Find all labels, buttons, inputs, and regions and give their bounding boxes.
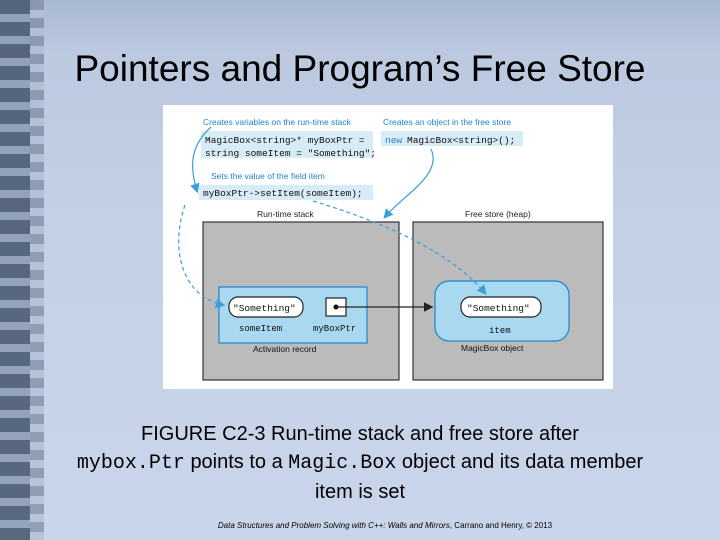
label-sets-value: Sets the value of the field item — [211, 171, 325, 181]
label-creates-stack: Creates variables on the run-time stack — [203, 117, 352, 127]
arrow-set-item — [312, 200, 487, 295]
footer-authors: , Carrano and Henry, © 2013 — [449, 521, 553, 530]
heap-value-box — [460, 296, 542, 318]
background-building-strip — [30, 0, 44, 540]
figure-caption: FIGURE C2-3 Run-time stack and free stor… — [60, 420, 660, 506]
stack-value-box — [228, 296, 304, 318]
code-line-2: string someItem = "Something"; — [205, 148, 376, 159]
caption-part-3: object and its data member item is set — [314, 451, 644, 503]
code-line-3-bg — [199, 185, 373, 200]
code-block-bg — [201, 131, 373, 158]
label-activation-record: Activation record — [253, 344, 317, 354]
slide-footer: Data Structures and Problem Solving with… — [0, 521, 720, 530]
code-line-3: myBoxPtr->setItem(someItem); — [203, 188, 363, 199]
diagram-svg: Creates variables on the run-time stack … — [178, 117, 604, 381]
background-building-left — [0, 0, 30, 540]
label-magicbox-object: MagicBox object — [461, 343, 524, 353]
footer-book-title: Data Structures and Problem Solving with… — [217, 521, 450, 530]
code-block-bg-new — [381, 131, 523, 146]
arrow-creates-stack — [190, 126, 212, 194]
code-line-1: MagicBox<string>* myBoxPtr = — [205, 135, 365, 146]
caption-code-2: Magic.Box — [288, 452, 397, 475]
caption-part-2: points to a — [190, 451, 283, 473]
caption-code-1: mybox.Ptr — [76, 452, 185, 475]
caption-part-1: FIGURE C2-3 Run-time stack and free stor… — [141, 423, 579, 445]
heap-value-text: "Something" — [467, 303, 530, 314]
stack-var-myboxptr: myBoxPtr — [313, 324, 356, 334]
stack-value-text: "Something" — [233, 303, 296, 314]
code-line-1-right: MagicBox<string>(); — [407, 135, 515, 146]
stack-var-someitem: someItem — [239, 324, 282, 334]
label-runtime-stack: Run-time stack — [257, 209, 314, 219]
label-free-store: Free store (heap) — [465, 209, 531, 219]
label-creates-free: Creates an object in the free store — [383, 117, 511, 127]
arrow-creates-free — [383, 148, 434, 219]
background-sky — [44, 0, 720, 50]
figure-diagram: Creates variables on the run-time stack … — [163, 105, 613, 389]
code-keyword-new: new — [385, 135, 402, 146]
arrow-stack-to-record — [178, 204, 226, 309]
slide-title: Pointers and Program’s Free Store — [74, 48, 646, 89]
pointer-dot — [333, 304, 339, 310]
heap-field-item: item — [489, 326, 511, 336]
